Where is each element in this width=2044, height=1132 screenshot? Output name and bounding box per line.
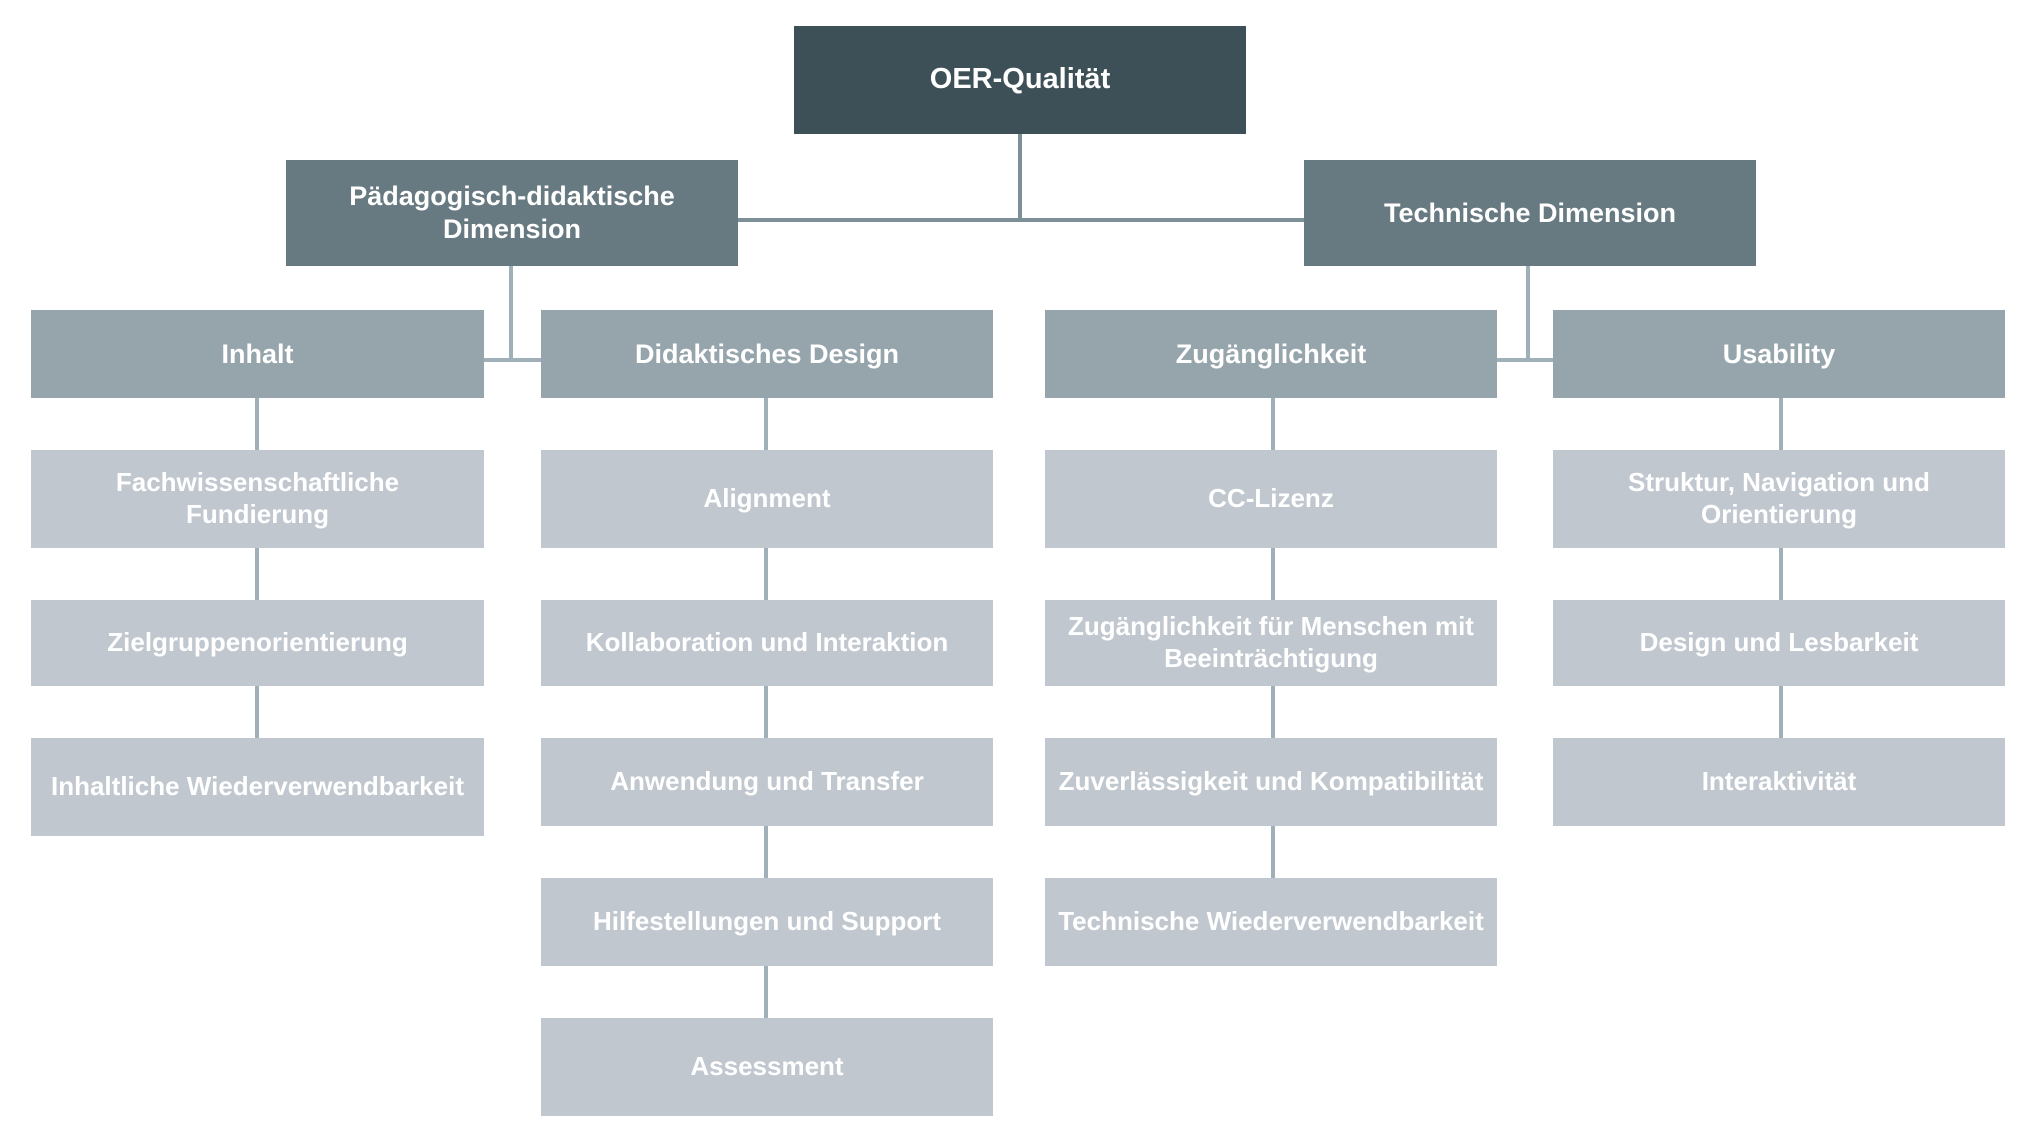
connector-left-category-bus xyxy=(484,358,541,362)
node-root-oer-qualitaet[interactable]: OER-Qualität xyxy=(794,26,1246,134)
node-category-inhalt[interactable]: Inhalt xyxy=(31,310,484,398)
node-leaf-alignment[interactable]: Alignment xyxy=(541,450,993,548)
node-leaf-technische-wiederverwendbarkeit[interactable]: Technische Wiederverwendbarkeit xyxy=(1045,878,1497,966)
node-leaf-interaktivitaet[interactable]: Interaktivität xyxy=(1553,738,2005,826)
node-leaf-zielgruppenorientierung[interactable]: Zielgruppenorientierung xyxy=(31,600,484,686)
connector-col2-link-2 xyxy=(764,548,768,600)
node-leaf-kollaboration-und-interaktion[interactable]: Kollaboration und Interaktion xyxy=(541,600,993,686)
connector-col2-link-3 xyxy=(764,686,768,738)
connector-col1-link-1 xyxy=(255,398,259,450)
connector-left-dimension-vertical xyxy=(509,266,513,362)
node-leaf-hilfestellungen-und-support[interactable]: Hilfestellungen und Support xyxy=(541,878,993,966)
node-dimension-paedagogisch-didaktisch[interactable]: Pädagogisch-didaktische Dimension xyxy=(286,160,738,266)
connector-col4-link-2 xyxy=(1779,548,1783,600)
connector-col3-link-1 xyxy=(1271,398,1275,450)
connector-col4-link-3 xyxy=(1779,686,1783,738)
connector-right-dimension-vertical xyxy=(1526,266,1530,362)
connector-col3-link-4 xyxy=(1271,826,1275,878)
node-category-didaktisches-design[interactable]: Didaktisches Design xyxy=(541,310,993,398)
connector-dimension-bus xyxy=(736,218,1306,222)
node-dimension-technische[interactable]: Technische Dimension xyxy=(1304,160,1756,266)
node-leaf-cc-lizenz[interactable]: CC-Lizenz xyxy=(1045,450,1497,548)
node-category-zugaenglichkeit[interactable]: Zugänglichkeit xyxy=(1045,310,1497,398)
node-leaf-zugaenglichkeit-beeintraechtigung[interactable]: Zugänglichkeit für Menschen mit Beeinträ… xyxy=(1045,600,1497,686)
connector-col3-link-2 xyxy=(1271,548,1275,600)
connector-col1-link-3 xyxy=(255,686,259,738)
connector-right-category-bus xyxy=(1497,358,1557,362)
node-leaf-fachwissenschaftliche-fundierung[interactable]: Fachwissenschaftliche Fundierung xyxy=(31,450,484,548)
connector-col1-link-2 xyxy=(255,548,259,600)
connector-root-vertical xyxy=(1018,134,1022,220)
connector-col4-link-1 xyxy=(1779,398,1783,450)
node-leaf-anwendung-und-transfer[interactable]: Anwendung und Transfer xyxy=(541,738,993,826)
node-leaf-design-und-lesbarkeit[interactable]: Design und Lesbarkeit xyxy=(1553,600,2005,686)
connector-col2-link-4 xyxy=(764,826,768,878)
connector-col2-link-1 xyxy=(764,398,768,450)
node-leaf-assessment[interactable]: Assessment xyxy=(541,1018,993,1116)
node-category-usability[interactable]: Usability xyxy=(1553,310,2005,398)
node-leaf-struktur-navigation-orientierung[interactable]: Struktur, Navigation und Orientierung xyxy=(1553,450,2005,548)
node-leaf-inhaltliche-wiederverwendbarkeit[interactable]: Inhaltliche Wiederverwendbarkeit xyxy=(31,738,484,836)
connector-col2-link-5 xyxy=(764,966,768,1018)
connector-col3-link-3 xyxy=(1271,686,1275,738)
node-leaf-zuverlaessigkeit-kompatibilitaet[interactable]: Zuverlässigkeit und Kompatibilität xyxy=(1045,738,1497,826)
